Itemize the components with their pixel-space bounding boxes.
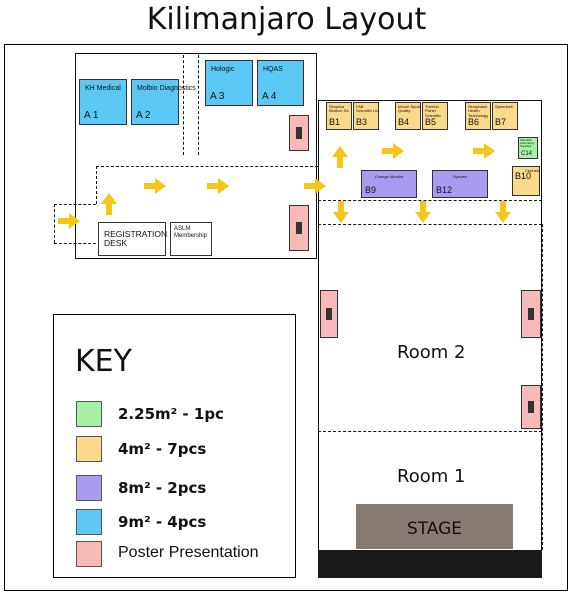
room-divider [318, 224, 319, 550]
booth-name: Sysmex [452, 174, 468, 179]
booth-a1[interactable]: KH Medical A 1 [79, 79, 127, 125]
aslm-desk-label: ASLM Membership [174, 226, 208, 239]
board-stand-icon [528, 308, 534, 320]
poster-board[interactable] [289, 115, 309, 151]
aslm-desk[interactable]: ASLM Membership [170, 222, 212, 256]
booth-name: KH Medical [85, 85, 121, 92]
arrow-right-icon [304, 178, 326, 194]
booth-code: B5 [425, 117, 437, 128]
legend-label: 9m² - 4pcs [118, 513, 207, 531]
booth-name: Thermo Fisher Scientific [425, 104, 442, 118]
booth-code: A 1 [84, 109, 99, 121]
swatch-blue-icon [76, 509, 102, 535]
booth-name: Molbio Diagnostics [137, 85, 196, 92]
swatch-pink-icon [76, 541, 102, 567]
booth-code: A 2 [136, 109, 151, 121]
booth-name: Change Monitor [374, 174, 404, 179]
board-stand-icon [326, 308, 332, 320]
legend-label: 8m² - 2pcs [118, 479, 207, 497]
booth-b12[interactable]: Sysmex B12 [432, 170, 488, 198]
arrow-right-icon [473, 143, 495, 159]
registration-desk[interactable]: REGISTRATION DESK [98, 222, 168, 256]
corridor-line [96, 166, 97, 204]
booth-name: Sinopharm Health Technology [468, 104, 489, 118]
booth-name: Speedcell [495, 104, 513, 109]
back-wall [318, 550, 542, 578]
booth-code: C14 [521, 151, 533, 157]
booth-name: Inform Sport Quality [398, 104, 421, 114]
booth-a2[interactable]: Molbio Diagnostics A 2 [131, 79, 196, 125]
booth-name: Cepheid [525, 168, 540, 173]
stage-label: STAGE [406, 519, 463, 539]
room-divider [318, 431, 542, 432]
booth-a3[interactable]: Hologic A 3 [205, 60, 253, 106]
booth-name: FAB Scientific Ltd [356, 104, 379, 114]
arrow-up-icon [332, 146, 348, 168]
corridor-line [318, 200, 542, 201]
registration-desk-label: REGISTRATION DESK [104, 229, 168, 249]
board-stand-icon [296, 222, 302, 234]
booth-code: B7 [495, 117, 507, 128]
booth-name: Scientific Laboratory Supplies [520, 138, 535, 148]
corridor-line [54, 243, 96, 244]
legend-label: Poster Presentation [118, 544, 259, 561]
booth-code: B6 [468, 117, 480, 128]
corridor-line [54, 204, 96, 205]
booth-b9[interactable]: Change Monitor B9 [361, 170, 417, 198]
booth-b4[interactable]: Inform Sport Quality B4 [395, 102, 421, 130]
booth-b6[interactable]: Sinopharm Health Technology B6 [465, 102, 491, 130]
arrow-up-icon [101, 193, 117, 215]
booth-code: B12 [436, 185, 453, 195]
room-divider [318, 224, 542, 225]
booth-b7[interactable]: Speedcell B7 [492, 102, 518, 130]
swatch-green-icon [76, 401, 102, 427]
arrow-down-icon [415, 201, 431, 223]
board-stand-icon [296, 127, 302, 139]
left-hall [75, 53, 317, 259]
legend-label: 4m² - 7pcs [118, 440, 207, 458]
booth-code: A 4 [262, 90, 277, 102]
poster-board[interactable] [521, 385, 541, 429]
corridor-line [198, 55, 199, 155]
booth-name: Hologic [211, 66, 235, 73]
swatch-purple-icon [76, 475, 102, 501]
legend-box: KEY 2.25m² - 1pc 4m² - 7pcs 8m² - 2pcs 9… [53, 314, 296, 578]
booth-c14[interactable]: Scientific Laboratory Supplies C14 [518, 137, 538, 159]
room-divider [542, 224, 543, 550]
poster-board[interactable] [521, 290, 541, 338]
arrow-right-icon [382, 143, 404, 159]
booth-code: A 3 [210, 90, 225, 102]
arrow-right-icon [58, 213, 80, 229]
booth-b5[interactable]: Thermo Fisher Scientific B5 [422, 102, 448, 130]
booth-name: HQAS [263, 66, 283, 73]
legend-label: 2.25m² - 1pc [118, 405, 224, 423]
swatch-yellow-icon [76, 436, 102, 462]
booth-code: B4 [398, 117, 410, 128]
arrow-right-icon [207, 178, 229, 194]
legend-title: KEY [75, 344, 132, 379]
room-1-label: Room 1 [397, 466, 466, 487]
page-title: Kilimanjaro Layout [146, 2, 427, 37]
poster-board[interactable] [289, 205, 309, 251]
stage: STAGE [356, 504, 513, 549]
corridor-line [183, 55, 184, 155]
booth-b1[interactable]: Simplica Biotech SA B1 [326, 102, 352, 130]
poster-board[interactable] [320, 290, 338, 338]
booth-b10[interactable]: Cepheid B10 [512, 166, 540, 196]
arrow-right-icon [144, 178, 166, 194]
booth-a4[interactable]: HQAS A 4 [257, 60, 304, 106]
booth-name: Simplica Biotech SA [329, 104, 349, 114]
booth-b3[interactable]: FAB Scientific Ltd B3 [353, 102, 379, 130]
room-2-label: Room 2 [397, 342, 466, 363]
booth-code: B1 [329, 117, 341, 128]
diagram-frame [4, 44, 568, 591]
booth-code: B3 [356, 117, 368, 128]
booth-code: B9 [365, 185, 377, 195]
corridor-line [54, 204, 55, 243]
arrow-down-icon [495, 201, 511, 223]
board-stand-icon [528, 401, 534, 413]
corridor-line [96, 166, 318, 167]
arrow-down-icon [333, 201, 349, 223]
booth-code: B10 [515, 171, 532, 181]
